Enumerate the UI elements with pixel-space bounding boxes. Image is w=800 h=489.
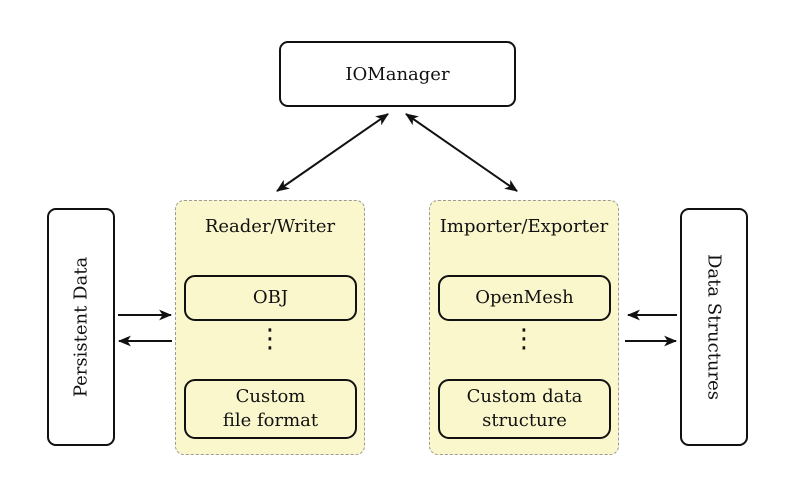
iomanager-node: IOManager	[279, 41, 516, 107]
custom-data-structure-line1: Custom data	[466, 386, 583, 408]
custom-file-format-item: Custom file format	[184, 379, 357, 439]
custom-file-format-line1: Custom	[235, 386, 306, 408]
arrow-iomanager-importer-exporter	[405, 113, 518, 192]
reader-writer-ellipsis: ⋮	[257, 324, 283, 354]
reader-writer-group: Reader/Writer OBJ ⋮ Custom file format	[175, 200, 365, 455]
custom-file-format-line2: file format	[222, 410, 319, 431]
openmesh-item: OpenMesh	[438, 275, 611, 321]
arrow-iomanager-reader-writer	[276, 113, 389, 192]
custom-data-structure-line2: structure	[482, 410, 567, 431]
persistent-data-label: Persistent Data	[70, 256, 92, 398]
obj-item-label: OBJ	[252, 287, 289, 309]
importer-exporter-ellipsis: ⋮	[511, 324, 537, 354]
openmesh-item-label: OpenMesh	[475, 287, 574, 309]
custom-data-structure-item: Custom data structure	[438, 379, 611, 439]
persistent-data-node: Persistent Data	[47, 208, 115, 446]
iomanager-label: IOManager	[345, 63, 450, 85]
importer-exporter-group: Importer/Exporter OpenMesh ⋮ Custom data…	[429, 200, 619, 455]
reader-writer-title: Reader/Writer	[204, 216, 336, 237]
data-structures-node: Data Structures	[680, 208, 748, 446]
importer-exporter-title: Importer/Exporter	[439, 216, 609, 237]
obj-item: OBJ	[184, 275, 357, 321]
data-structures-label: Data Structures	[703, 253, 725, 401]
